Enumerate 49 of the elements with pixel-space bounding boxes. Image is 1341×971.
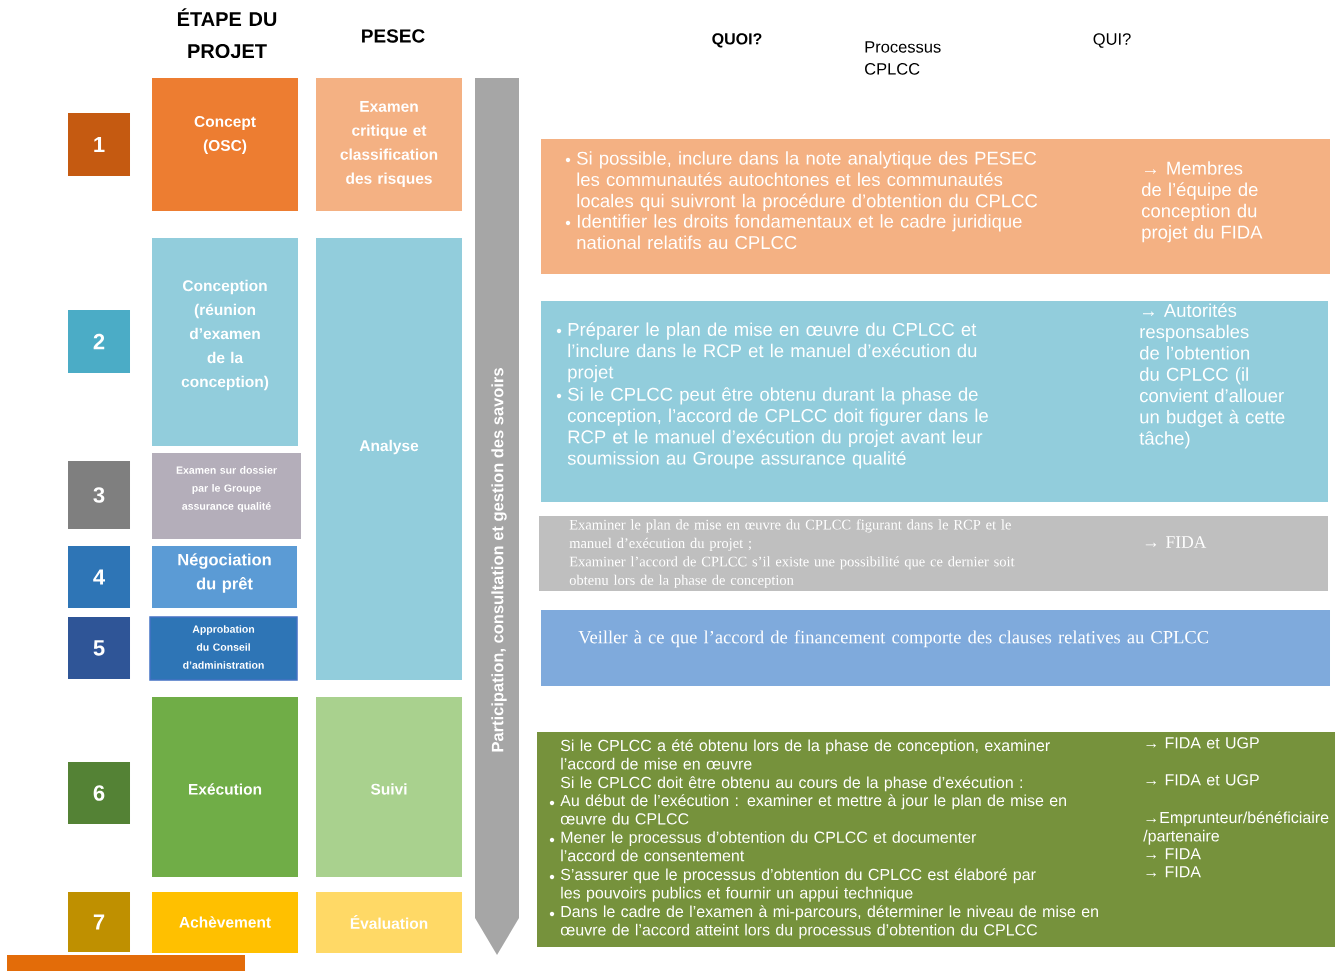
task-panel [541, 301, 1328, 502]
bullet-text: Dans le cadre de l’examen à mi-parcours, déterminer le niveau de mise en œuvre de l’accord atteint lors du processus d’obtention du CPLCC [560, 905, 1098, 939]
task-text: Veiller à ce que l’accord de financement comporte des clauses relatives au CPLCC [578, 630, 1209, 648]
step-number: 4 [68, 546, 130, 608]
column-heading: PESEC [362, 29, 425, 43]
column-heading: ÉTAPE DU PROJET [177, 8, 277, 59]
column-heading: QUOI? [712, 33, 762, 48]
stage-box: Achèvement [152, 892, 298, 953]
task-panel [541, 610, 1330, 686]
stage-box: Négociation du prêt [152, 546, 297, 608]
step-number: 7 [68, 892, 130, 952]
task-text: → FIDA et UGP [1146, 774, 1259, 786]
pesec-box: Suivi [316, 697, 462, 877]
task-text: Examiner le plan de mise en œuvre du CPLCC figurant dans le RCP et le manuel d’exécution du projet ; [569, 519, 1011, 551]
bullet-text: Préparer le plan de mise en œuvre du CPLCC et l’inclure dans le RCP et le manuel d’exécution du projet [568, 322, 977, 383]
task-text: → FIDA [1146, 866, 1201, 878]
task-text: → FIDA et UGP [1146, 737, 1259, 749]
step-number: 3 [68, 461, 130, 529]
stage-box: Concept (OSC) [152, 78, 298, 211]
stage-box: Examen sur dossier par le Groupe assurance qualité [152, 453, 301, 539]
pesec-box: Examen critique et classification des risques [316, 78, 462, 211]
bullet-text: Si possible, inclure dans la note analytique des PESEC les communautés autochtones et les communautés locales qui suivront la procédure d’obtention du CPLCC [577, 151, 1038, 212]
step-number: 2 [68, 310, 130, 373]
task-text: → Membres de l’équipe de conception du projet du FIDA [1142, 161, 1263, 243]
task-text: → FIDA [1145, 536, 1207, 548]
column-heading: Processus CPLCC [865, 41, 941, 75]
step-number: 6 [68, 762, 130, 824]
task-text: Si le CPLCC doit être obtenu au cours de la phase d’exécution : [560, 776, 1022, 792]
task-panel [537, 732, 1335, 947]
step-number: 5 [68, 617, 130, 679]
task-text: → Autorités responsables de l’obtention du CPLCC (il convient d’allouer un budget à cette tâche) [1139, 303, 1285, 449]
column-heading: QUI? [1093, 33, 1131, 48]
pesec-box: Analyse [316, 238, 462, 680]
step-number: 1 [68, 113, 130, 176]
task-text: → FIDA [1146, 848, 1201, 860]
stage-box: Exécution [152, 697, 298, 877]
bullet-text: Au début de l’exécution : examiner et mettre à jour le plan de mise en œuvre du CPLCC [560, 794, 1066, 825]
stage-box: Approbation du Conseil d’administration [149, 616, 298, 681]
pesec-box: Évaluation [316, 892, 462, 953]
task-text: Examiner l’accord de CPLCC s’il existe une possibilité que ce dernier soit obtenu lors de la phase de conception [569, 556, 1015, 588]
bullet-text: Si le CPLCC peut être obtenu durant la phase de conception, l’accord de CPLCC doit figurer dans le RCP et le manuel d’exécution du projet avant leur soumission au Groupe assurance qualité [567, 387, 988, 469]
bullet-text: S’assurer que le processus d’obtention du CPLCC est élaboré par les pouvoirs publics et fournir un appui technique [560, 868, 1036, 902]
task-text: →Emprunteur/bénéficiaire /partenaire [1143, 811, 1329, 845]
stage-box: Conception (réunion d’examen de la conception) [152, 238, 298, 446]
bullet-text: Mener le processus d’obtention du CPLCC et documenter l’accord de consentement [561, 831, 977, 862]
task-panel [541, 139, 1330, 274]
bullet-text: Identifier les droits fondamentaux et le cadre juridique national relatifs au CPLCC [577, 214, 1022, 250]
task-text: Si le CPLCC a été obtenu lors de la phase de conception, examiner l’accord de mise en œuvre [560, 739, 1050, 770]
task-panel [539, 516, 1328, 591]
